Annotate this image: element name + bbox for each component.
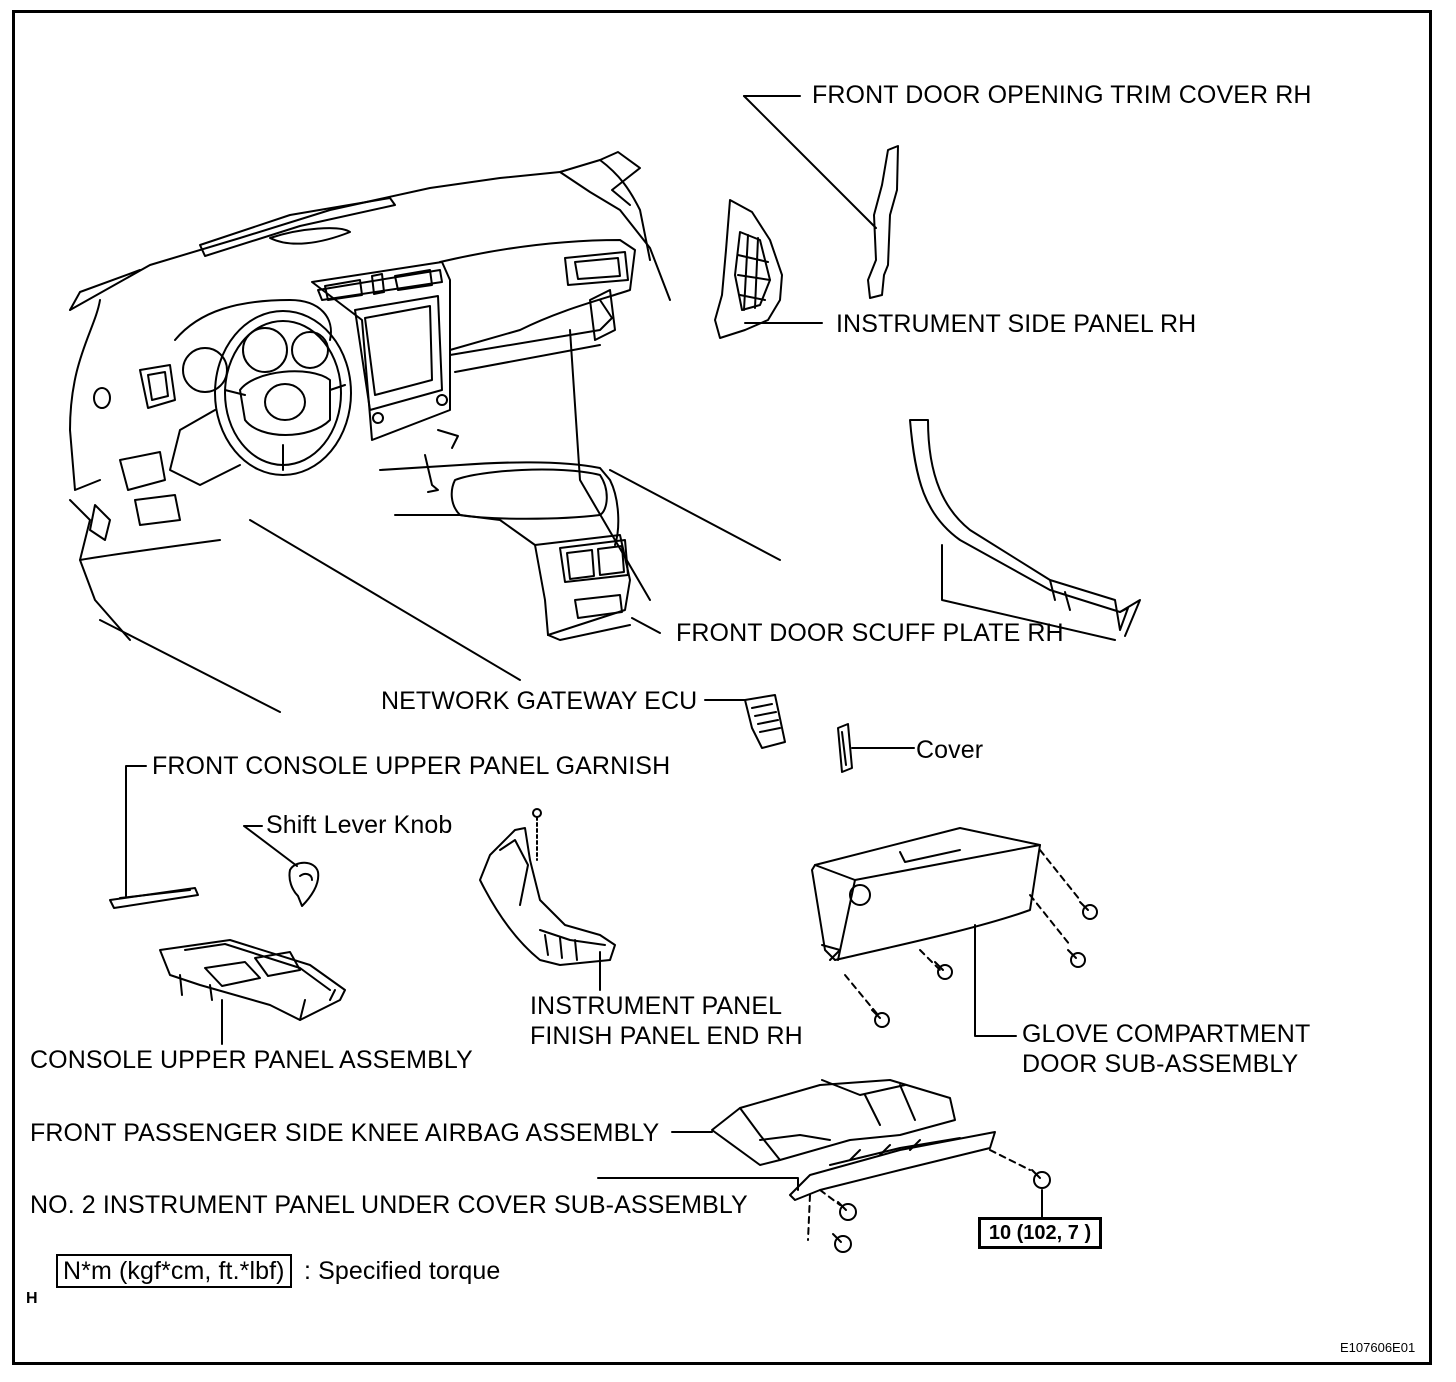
label-finish-panel-end-line2: FINISH PANEL END RH — [530, 1022, 803, 1050]
console-upper-panel-illustration — [159, 939, 346, 1045]
label-front-door-scuff-plate: FRONT DOOR SCUFF PLATE RH — [676, 619, 1064, 647]
under-cover-screws — [807, 1149, 1051, 1253]
label-front-console-upper-panel-garnish: FRONT CONSOLE UPPER PANEL GARNISH — [152, 752, 671, 780]
glove-screws — [844, 849, 1098, 1028]
legend-description: : Specified torque — [304, 1257, 501, 1285]
under-cover-illustration — [597, 1131, 996, 1201]
instrument-side-panel-illustration — [714, 199, 823, 339]
cover-illustration — [837, 723, 915, 773]
label-under-cover: NO. 2 INSTRUMENT PANEL UNDER COVER SUB-A… — [30, 1191, 748, 1219]
dashboard-illustration — [69, 151, 781, 713]
torque-value-box: 10 (102, 7 ) — [978, 1217, 1102, 1249]
finish-panel-end-illustration — [479, 808, 616, 991]
shift-lever-knob-illustration — [243, 825, 320, 907]
legend-unit-box: N*m (kgf*cm, ft.*lbf) — [56, 1254, 292, 1288]
label-console-upper-panel-assembly: CONSOLE UPPER PANEL ASSEMBLY — [30, 1046, 473, 1074]
corner-mark: H — [26, 1290, 38, 1307]
glove-compartment-door-illustration — [811, 827, 1041, 1037]
label-front-door-opening-trim-cover: FRONT DOOR OPENING TRIM COVER RH — [812, 81, 1312, 109]
network-gateway-ecu-illustration — [704, 694, 786, 749]
label-shift-lever-knob: Shift Lever Knob — [266, 811, 453, 839]
label-glove-compartment-line2: DOOR SUB-ASSEMBLY — [1022, 1050, 1299, 1078]
scuff-plate-leader — [631, 617, 661, 634]
console-garnish-illustration — [109, 765, 199, 909]
label-knee-airbag-assembly: FRONT PASSENGER SIDE KNEE AIRBAG ASSEMBL… — [30, 1119, 660, 1147]
figure-id: E107606E01 — [1340, 1340, 1416, 1355]
front-door-opening-trim-cover-illustration — [743, 95, 899, 299]
label-cover: Cover — [916, 736, 984, 764]
label-finish-panel-end-line1: INSTRUMENT PANEL — [530, 992, 783, 1020]
diagram-frame — [12, 10, 1432, 1365]
label-instrument-side-panel: INSTRUMENT SIDE PANEL RH — [836, 310, 1197, 338]
front-door-scuff-plate-illustration — [909, 419, 1141, 641]
label-network-gateway-ecu: NETWORK GATEWAY ECU — [381, 687, 698, 715]
knee-airbag-illustration — [671, 1079, 956, 1166]
label-glove-compartment-line1: GLOVE COMPARTMENT — [1022, 1020, 1311, 1048]
